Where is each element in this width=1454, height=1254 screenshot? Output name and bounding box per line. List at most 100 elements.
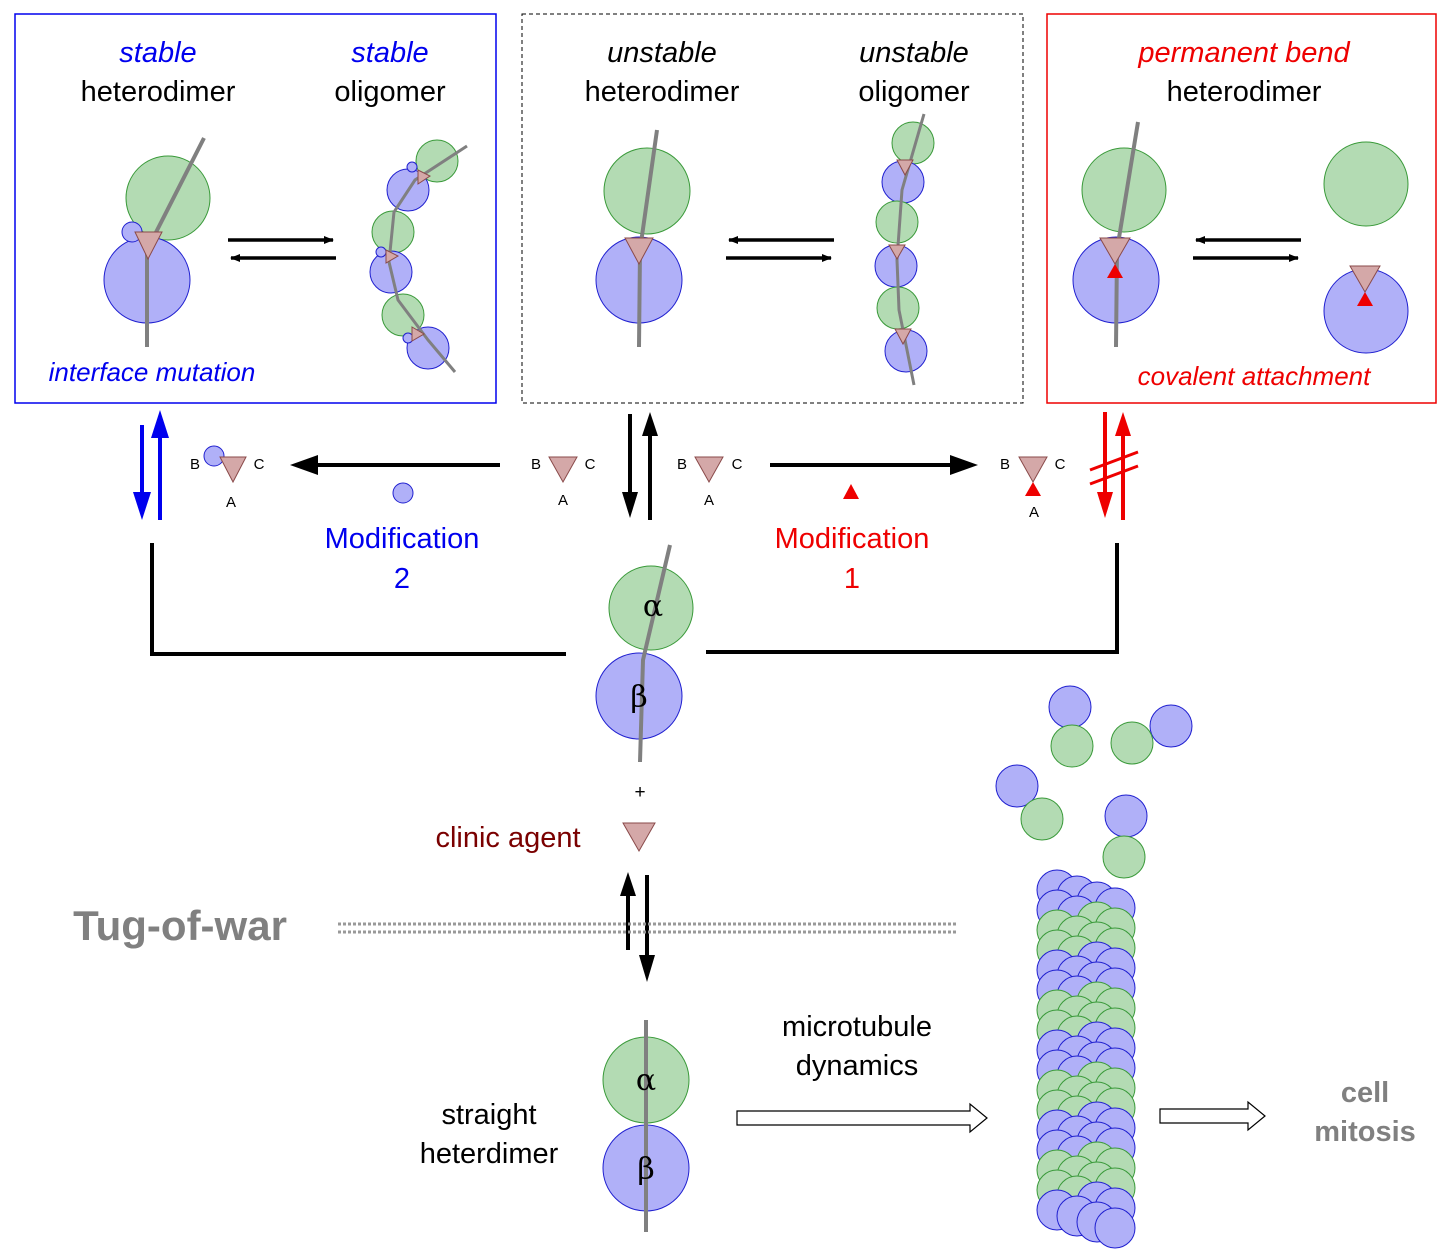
stable-panel-frame: [14, 13, 497, 404]
central-bent-heterodimer: α β: [595, 544, 694, 763]
left-bracket-connector: [150, 543, 566, 656]
microtubule-dynamics-label-2: dynamics: [796, 1050, 919, 1082]
binding-site-triangle-icon: [385, 249, 400, 264]
equilibrium-arrows-icon: [1193, 236, 1301, 262]
covalent-adduct-icon: [843, 484, 859, 499]
stable-panel: stable heterodimer stable oligomer: [14, 13, 497, 404]
stable-oligomer-title-2: oligomer: [334, 76, 446, 108]
beta-subunit: [995, 764, 1039, 808]
covalent-adduct-icon: [1107, 264, 1123, 278]
beta-label: β: [637, 1152, 654, 1187]
mutation-bead: [375, 246, 387, 258]
binding-site-triangle-icon: [694, 456, 724, 484]
binding-site-triangle-icon: [888, 244, 906, 261]
unstable-panel: unstable heterodimer unstable oligomer: [521, 13, 1024, 404]
alpha-subunit: [1081, 147, 1167, 233]
site-label-c: C: [732, 456, 743, 473]
beta-subunit: [1048, 685, 1092, 729]
equilibrium-arrows-icon: [726, 236, 834, 262]
alpha-subunit: [1020, 797, 1064, 841]
tug-of-war-label: Tug-of-war: [73, 902, 287, 949]
cell-mitosis-label-1: cell: [1341, 1077, 1389, 1109]
alpha-label: α: [636, 1063, 656, 1098]
binding-site-triangle-icon: [624, 237, 654, 266]
blue-equilibrium-arrows-icon: [133, 410, 169, 520]
alpha-subunit: [1323, 141, 1409, 227]
beta-subunit: [1094, 1207, 1136, 1249]
clinic-agent-triangle-icon: [622, 822, 656, 853]
bent-heterodimer: [1072, 121, 1167, 348]
modification-1-label: Modification: [775, 523, 930, 555]
unstable-heterodimer-title-2: heterodimer: [585, 76, 740, 108]
clinic-agent-label: clinic agent: [435, 822, 580, 854]
binding-site-left: B C A: [531, 456, 596, 509]
cell-mitosis-label-2: mitosis: [1314, 1116, 1416, 1148]
alpha-subunit: [125, 155, 211, 241]
alpha-subunit: [875, 200, 919, 244]
permanent-bend-panel: permanent bend heterodimer covalent atta…: [1046, 13, 1437, 404]
interface-mutation-caption: interface mutation: [49, 357, 256, 387]
site-label-a: A: [1029, 504, 1039, 521]
binding-site-triangle-icon: [1018, 456, 1048, 484]
interface-bead-icon: [392, 482, 414, 504]
dimer-axis: [638, 544, 672, 763]
plus-sign: +: [634, 782, 645, 803]
unstable-oligomer: [874, 113, 935, 386]
site-label-b: B: [1000, 456, 1010, 473]
unstable-oligomer-title-1: unstable: [859, 37, 969, 69]
binding-site-triangle-icon: [894, 328, 912, 346]
alpha-subunit: [1110, 721, 1154, 765]
stable-heterodimer: [103, 137, 211, 347]
binding-site-triangle-icon: [1099, 237, 1131, 266]
equilibrium-arrows-icon: [228, 236, 336, 262]
covalent-adduct-icon: [1025, 482, 1041, 496]
binding-site-triangle-icon: [411, 326, 425, 342]
stable-heterodimer-title-2: heterodimer: [81, 76, 236, 108]
permanent-bend-title-1: permanent bend: [1137, 37, 1350, 69]
site-label-a: A: [558, 492, 568, 509]
covalent-attachment-caption: covalent attachment: [1138, 361, 1372, 391]
beta-subunit: [1149, 704, 1193, 748]
unstable-panel-frame: [521, 13, 1024, 404]
straight-heterodimer: α β: [602, 1020, 690, 1232]
mutation-bead: [203, 445, 225, 467]
microtubule-dynamics-label-1: microtubule: [782, 1011, 932, 1043]
black-equilibrium-arrows-icon: [622, 412, 658, 520]
modification-2-number: 2: [394, 563, 410, 595]
site-label-c: C: [585, 456, 596, 473]
alpha-subunit: [891, 121, 935, 165]
stable-oligomer: [369, 139, 468, 373]
binding-site-triangle-icon: [417, 169, 431, 185]
beta-subunit: [1104, 794, 1148, 838]
blocked-equilibrium-icon: [1089, 412, 1139, 520]
stable-oligomer-title-1: stable: [351, 37, 428, 69]
permanent-bend-panel-frame: [1046, 13, 1437, 404]
binding-site-modified-2: B C A: [190, 445, 265, 511]
binding-site-triangle-icon: [1349, 265, 1381, 294]
microtubule-lattice: [1036, 869, 1136, 1249]
site-label-c: C: [1055, 456, 1066, 473]
free-tubulin-dimers: [995, 685, 1193, 879]
alpha-subunit: [1050, 724, 1094, 768]
site-label-b: B: [531, 456, 541, 473]
site-label-a: A: [226, 494, 236, 511]
binding-site-triangle-icon: [548, 456, 578, 484]
hollow-arrow-icon: [736, 1102, 988, 1134]
straight-heterodimer-label-1: straight: [441, 1099, 536, 1131]
modification-2-label: Modification: [325, 523, 480, 555]
site-label-c: C: [254, 456, 265, 473]
covalent-adduct-icon: [1357, 292, 1373, 306]
alpha-label: α: [643, 589, 663, 624]
binding-site-triangle-icon: [896, 159, 914, 177]
mutation-bead: [406, 161, 418, 173]
unstable-heterodimer-title-1: unstable: [607, 37, 717, 69]
site-label-b: B: [677, 456, 687, 473]
permanent-bend-title-2: heterodimer: [1167, 76, 1322, 108]
site-label-b: B: [190, 456, 200, 473]
binding-site-modified-1: B C A: [1000, 456, 1066, 521]
alpha-subunit: [1102, 835, 1146, 879]
unstable-oligomer-title-2: oligomer: [858, 76, 970, 108]
modification-1-number: 1: [844, 563, 860, 595]
tug-of-war-divider: [338, 922, 958, 934]
